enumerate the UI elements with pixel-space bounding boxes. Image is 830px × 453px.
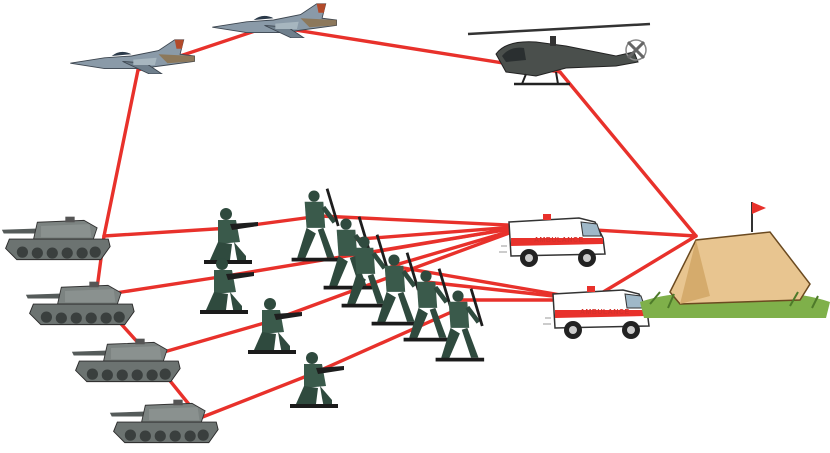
link-soldier-kneel-4-soldier-walk-7 <box>310 308 458 376</box>
marching-soldier-icon <box>292 189 341 262</box>
kneeling-soldier-icon <box>204 208 258 264</box>
fighter-jet-icon <box>69 39 195 74</box>
link-ambulance-2-field-tent <box>588 234 698 302</box>
ambulance-label: AMBULANCE <box>534 237 584 244</box>
tank-icon <box>25 281 135 326</box>
link-tank-4-soldier-kneel-4 <box>198 372 314 420</box>
link-helicopter-field-tent <box>558 70 698 238</box>
connection-lines <box>94 24 698 420</box>
link-tank-3-soldier-kneel-3 <box>148 320 270 358</box>
kneeling-soldier-icon <box>200 258 254 314</box>
tent-icon <box>640 201 830 319</box>
diagram-nodes: AMBULANCE AMBULANCE <box>1 3 830 444</box>
tank-icon <box>109 399 219 444</box>
tank-icon <box>1 216 111 261</box>
link-soldier-kneel-2-ambulance-1 <box>224 224 530 278</box>
link-jet-left-tank-1 <box>102 68 140 238</box>
link-tank-1-soldier-kneel-1 <box>102 226 232 238</box>
attack-helicopter-icon <box>466 22 652 86</box>
ambulance-label: AMBULANCE <box>580 309 630 316</box>
link-soldier-walk-1-ambulance-1 <box>318 214 530 228</box>
tank-icon <box>71 338 181 383</box>
